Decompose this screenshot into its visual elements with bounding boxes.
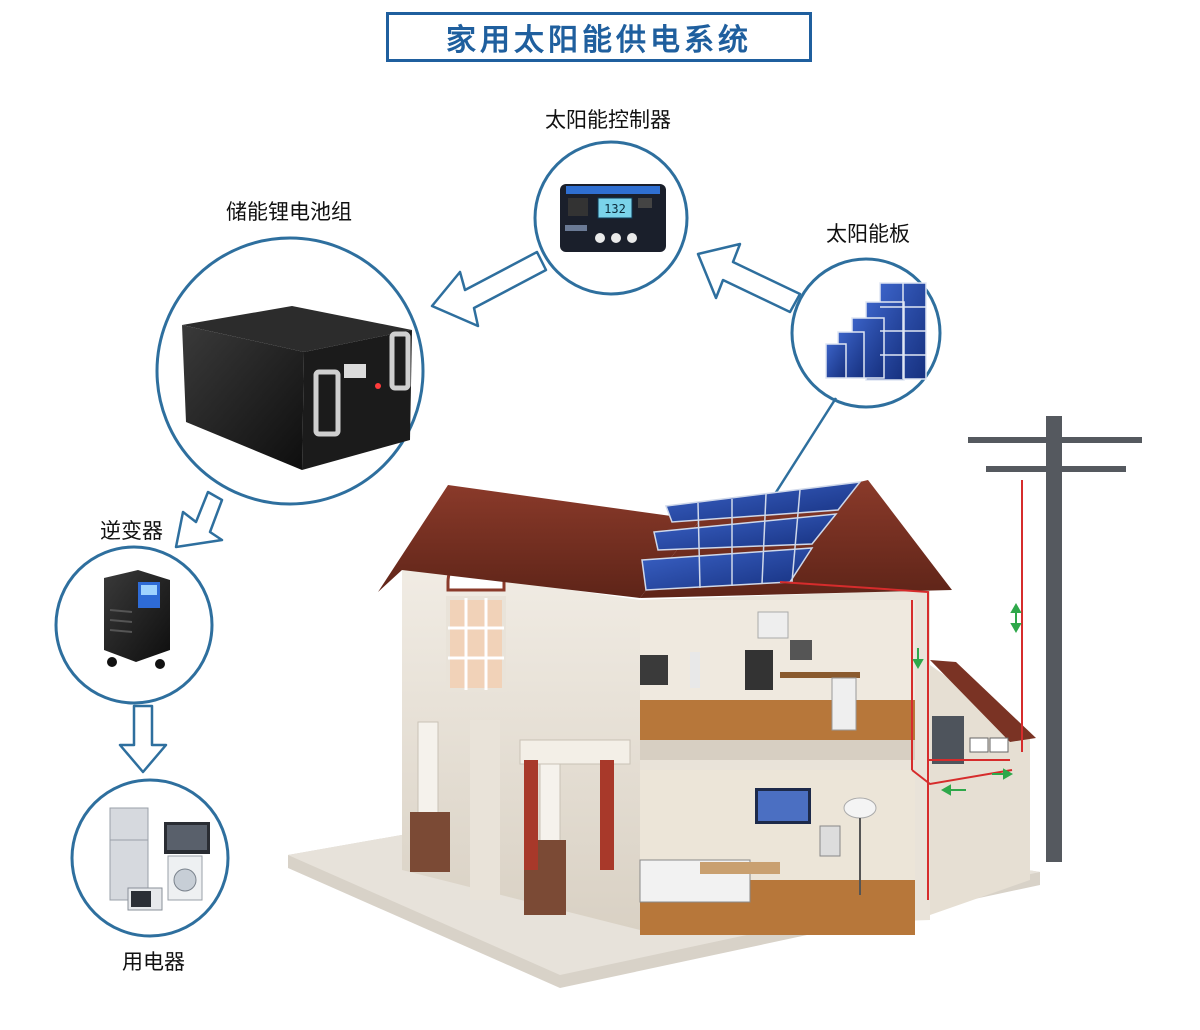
inverter-node (54, 545, 214, 705)
utility-pole (968, 416, 1142, 862)
flow-direction-arrows (912, 602, 1022, 796)
inverter-icon (104, 570, 170, 669)
appliances-node (70, 778, 230, 938)
panel-roof-connector (764, 397, 838, 509)
arrow-panel-to-controller (696, 242, 802, 314)
solar-panel-icon (825, 282, 927, 381)
controller-label: 太阳能控制器 (545, 108, 671, 132)
lithium-battery-pack-icon (182, 306, 412, 470)
house-illustration (288, 480, 1040, 988)
appliances-label: 用电器 (122, 950, 185, 974)
page-title: 家用太阳能供电系统 (386, 12, 812, 62)
home-appliances-icon (109, 807, 210, 911)
roof-solar-array (641, 481, 862, 591)
solar-controller-icon: 132 (560, 184, 666, 252)
power-wiring (779, 480, 1023, 900)
arrow-inverter-to-appliances (118, 704, 168, 774)
battery-node (155, 236, 425, 506)
arrow-controller-to-battery (430, 250, 548, 328)
arrow-battery-to-inverter (174, 490, 224, 549)
controller-screen-reading: 132 (604, 202, 626, 216)
solar-panel-node (790, 257, 942, 409)
inverter-label: 逆变器 (100, 519, 163, 543)
solar-panel-label: 太阳能板 (826, 222, 910, 246)
controller-node: 132 (533, 140, 689, 296)
battery-label: 储能锂电池组 (226, 200, 352, 224)
